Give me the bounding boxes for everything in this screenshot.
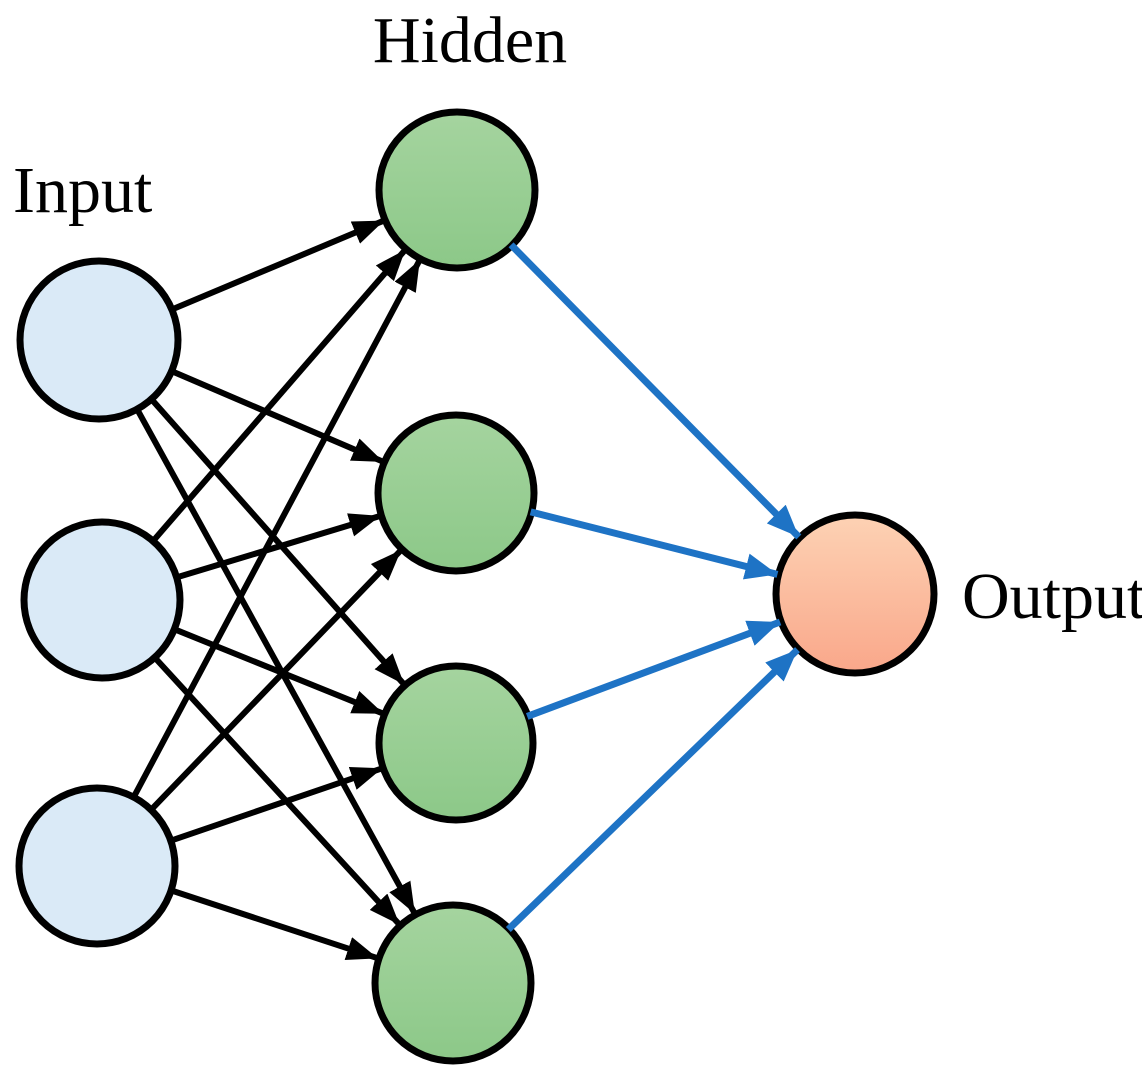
edge-input3-to-hidden3 (169, 765, 384, 844)
input-node-2 (20, 518, 184, 682)
edge-input1-to-hidden1 (170, 217, 386, 313)
input-node-3 (15, 784, 179, 948)
input-node-1 (16, 257, 182, 423)
label-hidden: Hidden (373, 4, 567, 77)
edge-hidden1-to-output (508, 242, 802, 540)
hidden-node-3 (375, 662, 537, 824)
edge-input1-to-hidden3 (149, 397, 407, 687)
edge-input3-to-hidden2 (148, 547, 404, 812)
output-node-1 (772, 511, 938, 677)
edge-input1-to-hidden2 (170, 368, 385, 465)
hidden-node-2 (374, 411, 538, 575)
edge-hidden2-to-output (529, 508, 779, 580)
label-input: Input (13, 154, 152, 227)
nodes-layer (15, 108, 938, 1065)
edge-input2-to-hidden2 (175, 512, 382, 581)
edge-input2-to-hidden1 (150, 247, 408, 543)
edge-input2-to-hidden3 (173, 626, 385, 717)
edge-input1-to-hidden4 (134, 407, 418, 916)
hidden-node-1 (375, 108, 539, 272)
hidden-node-4 (371, 901, 535, 1065)
label-output: Output (962, 560, 1142, 633)
edge-input2-to-hidden4 (152, 655, 402, 927)
edge-hidden4-to-output (505, 647, 800, 932)
edge-hidden3-to-output (525, 618, 782, 720)
edges-layer (131, 217, 802, 962)
edge-input3-to-hidden4 (170, 887, 379, 962)
edge-input3-to-hidden1 (131, 258, 423, 799)
